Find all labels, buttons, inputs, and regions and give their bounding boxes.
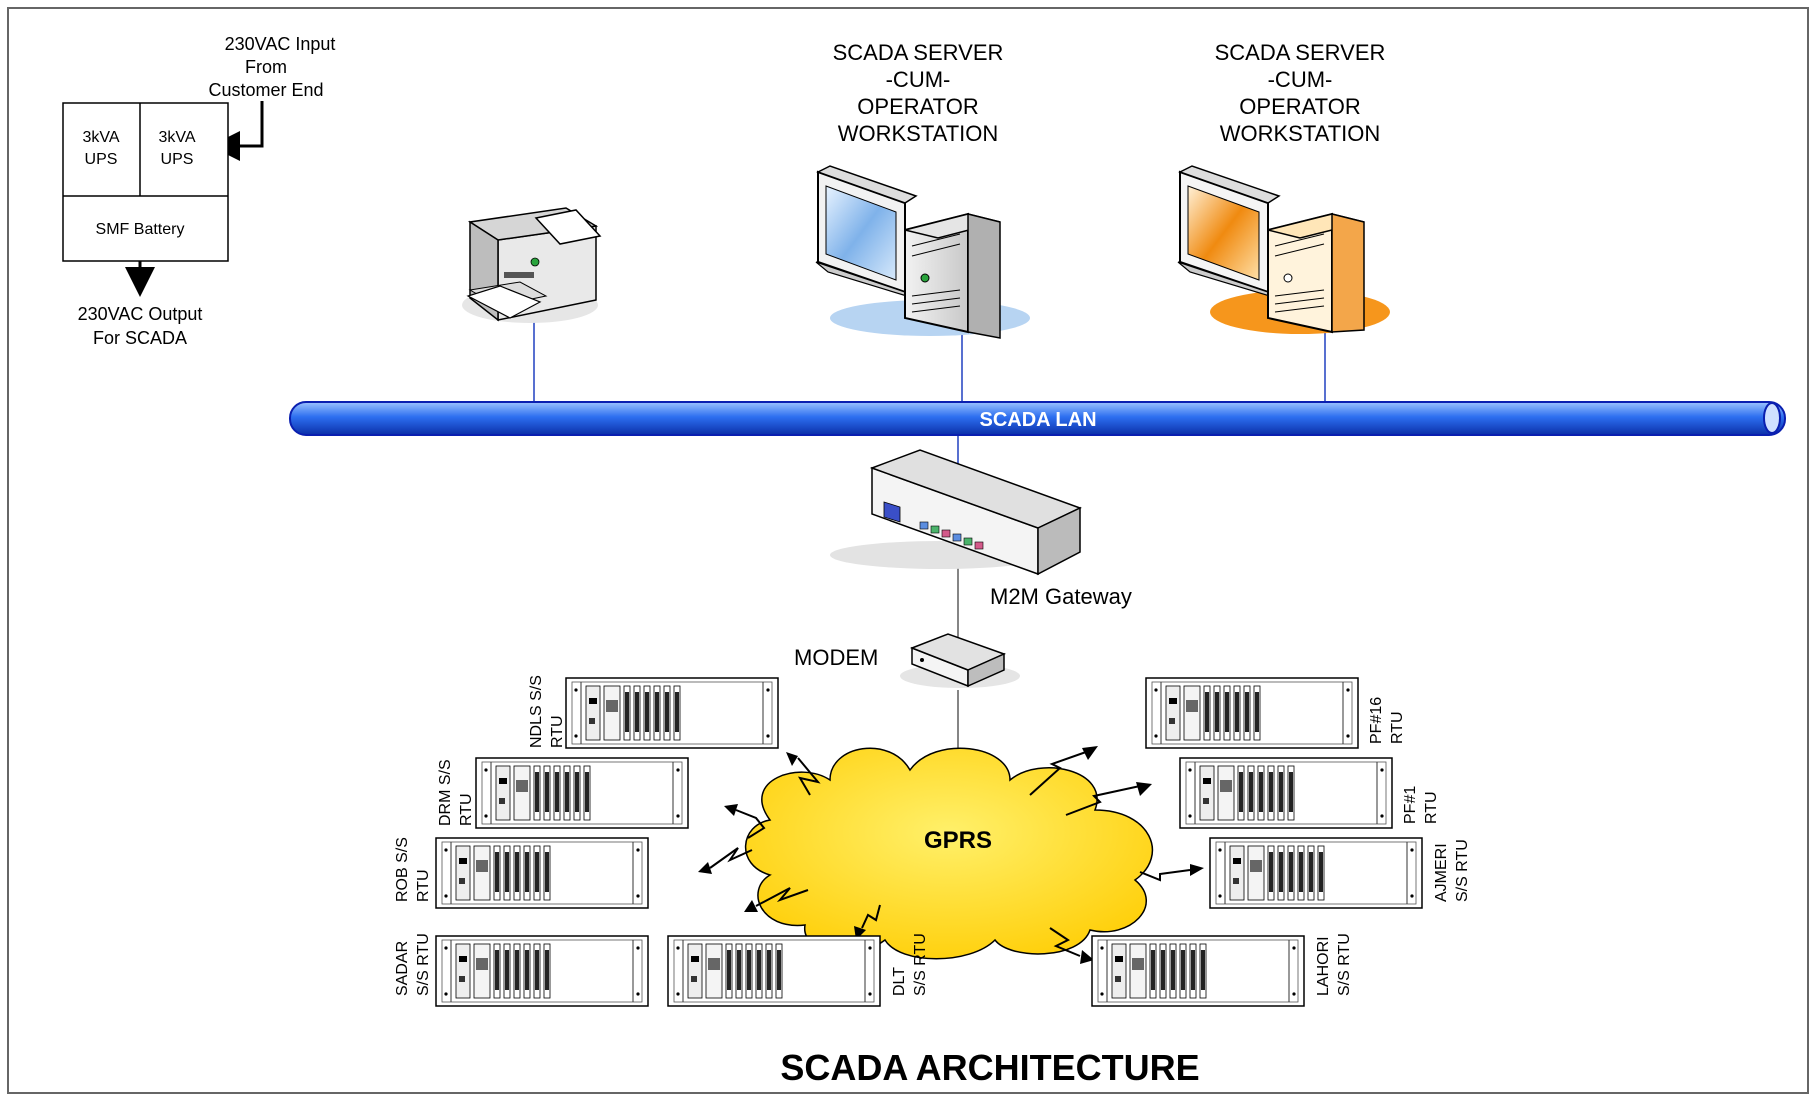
rtu-drm-label-line2: RTU <box>458 793 475 826</box>
rtu-sadar-label-line1: SADAR <box>394 941 411 996</box>
gateway-label: M2M Gateway <box>990 584 1132 609</box>
server1-label-line3: OPERATOR <box>857 94 978 119</box>
modem-label: MODEM <box>794 645 878 670</box>
server2-label-line4: WORKSTATION <box>1220 121 1381 146</box>
ups2-label-line2: UPS <box>161 151 194 168</box>
rtu-ndls-label-line1: NDLS S/S <box>528 675 545 748</box>
power-input-line1: 230VAC Input <box>225 34 336 54</box>
server2-label-line2: -CUM- <box>1268 67 1333 92</box>
power-input-line2: From <box>245 57 287 77</box>
rtu-dlt-label-line1: DLT <box>891 967 908 996</box>
rtu-ajmeri-label-line2: S/S RTU <box>1454 839 1471 902</box>
rtu-rob-label-line1: ROB S/S <box>394 837 411 902</box>
rtu-ajmeri: AJMERI S/S RTU <box>1209 837 1471 909</box>
power-input-line3: Customer End <box>208 80 323 100</box>
printer-icon <box>462 207 602 323</box>
diagram-title: SCADA ARCHITECTURE <box>780 1047 1199 1088</box>
server2-label-line3: OPERATOR <box>1239 94 1360 119</box>
cloud-label: GPRS <box>924 827 992 854</box>
server1-workstation-icon: SCADA SERVER -CUM- OPERATOR WORKSTATION <box>815 40 1030 339</box>
power-input-arrow <box>210 101 264 161</box>
rtu-pf16-label-line2: RTU <box>1389 711 1406 744</box>
ups2-label-line1: 3kVA <box>158 129 195 146</box>
rtu-ajmeri-label-line1: AJMERI <box>1433 843 1450 902</box>
rtu-pf1-label-line2: RTU <box>1423 791 1440 824</box>
power-output-line2: For SCADA <box>93 328 187 348</box>
rtu-lahori: LAHORI S/S RTU <box>1091 933 1353 1007</box>
rtu-pf16: PF#16 RTU <box>1145 677 1406 749</box>
lan-label: SCADA LAN <box>979 409 1096 431</box>
rtu-pf1: PF#1 RTU <box>1179 757 1440 829</box>
ups-block <box>62 102 229 262</box>
rtu-dlt: DLT S/S RTU <box>667 933 929 1007</box>
rtu-sadar-label-line2: S/S RTU <box>415 933 432 996</box>
battery-label: SMF Battery <box>96 221 185 238</box>
server2-workstation-icon: SCADA SERVER -CUM- OPERATOR WORKSTATION <box>1177 40 1390 334</box>
modem-icon: MODEM <box>794 633 1020 688</box>
ups1-label-line1: 3kVA <box>82 129 119 146</box>
rtu-pf16-label-line1: PF#16 <box>1368 697 1385 744</box>
rtu-drm: DRM S/S RTU <box>437 757 689 829</box>
scada-lan-bus: SCADA LAN <box>289 401 1786 436</box>
gprs-cloud: GPRS <box>744 747 1154 960</box>
rtu-rob: ROB S/S RTU <box>394 837 649 909</box>
rtu-ndls: NDLS S/S RTU <box>528 675 779 749</box>
rtu-sadar: SADAR S/S RTU <box>394 933 649 1007</box>
server2-label-line1: SCADA SERVER <box>1215 40 1386 65</box>
server1-label-line2: -CUM- <box>886 67 951 92</box>
power-output-line1: 230VAC Output <box>78 304 203 324</box>
server1-label-line4: WORKSTATION <box>838 121 999 146</box>
rtu-dlt-label-line2: S/S RTU <box>912 933 929 996</box>
server1-label-line1: SCADA SERVER <box>833 40 1004 65</box>
rtu-lahori-label-line1: LAHORI <box>1315 936 1332 996</box>
power-section: 230VAC Input From Customer End 3kVA UPS … <box>62 34 336 348</box>
wireless-links <box>698 746 1204 964</box>
rtu-lahori-label-line2: S/S RTU <box>1336 933 1353 996</box>
m2m-gateway-icon: M2M Gateway <box>830 449 1132 864</box>
rtu-ndls-label-line2: RTU <box>549 715 566 748</box>
rtu-drm-label-line1: DRM S/S <box>437 759 454 826</box>
ups1-label-line2: UPS <box>85 151 118 168</box>
rtu-pf1-label-line1: PF#1 <box>1402 786 1419 824</box>
rtu-rob-label-line2: RTU <box>415 869 432 902</box>
